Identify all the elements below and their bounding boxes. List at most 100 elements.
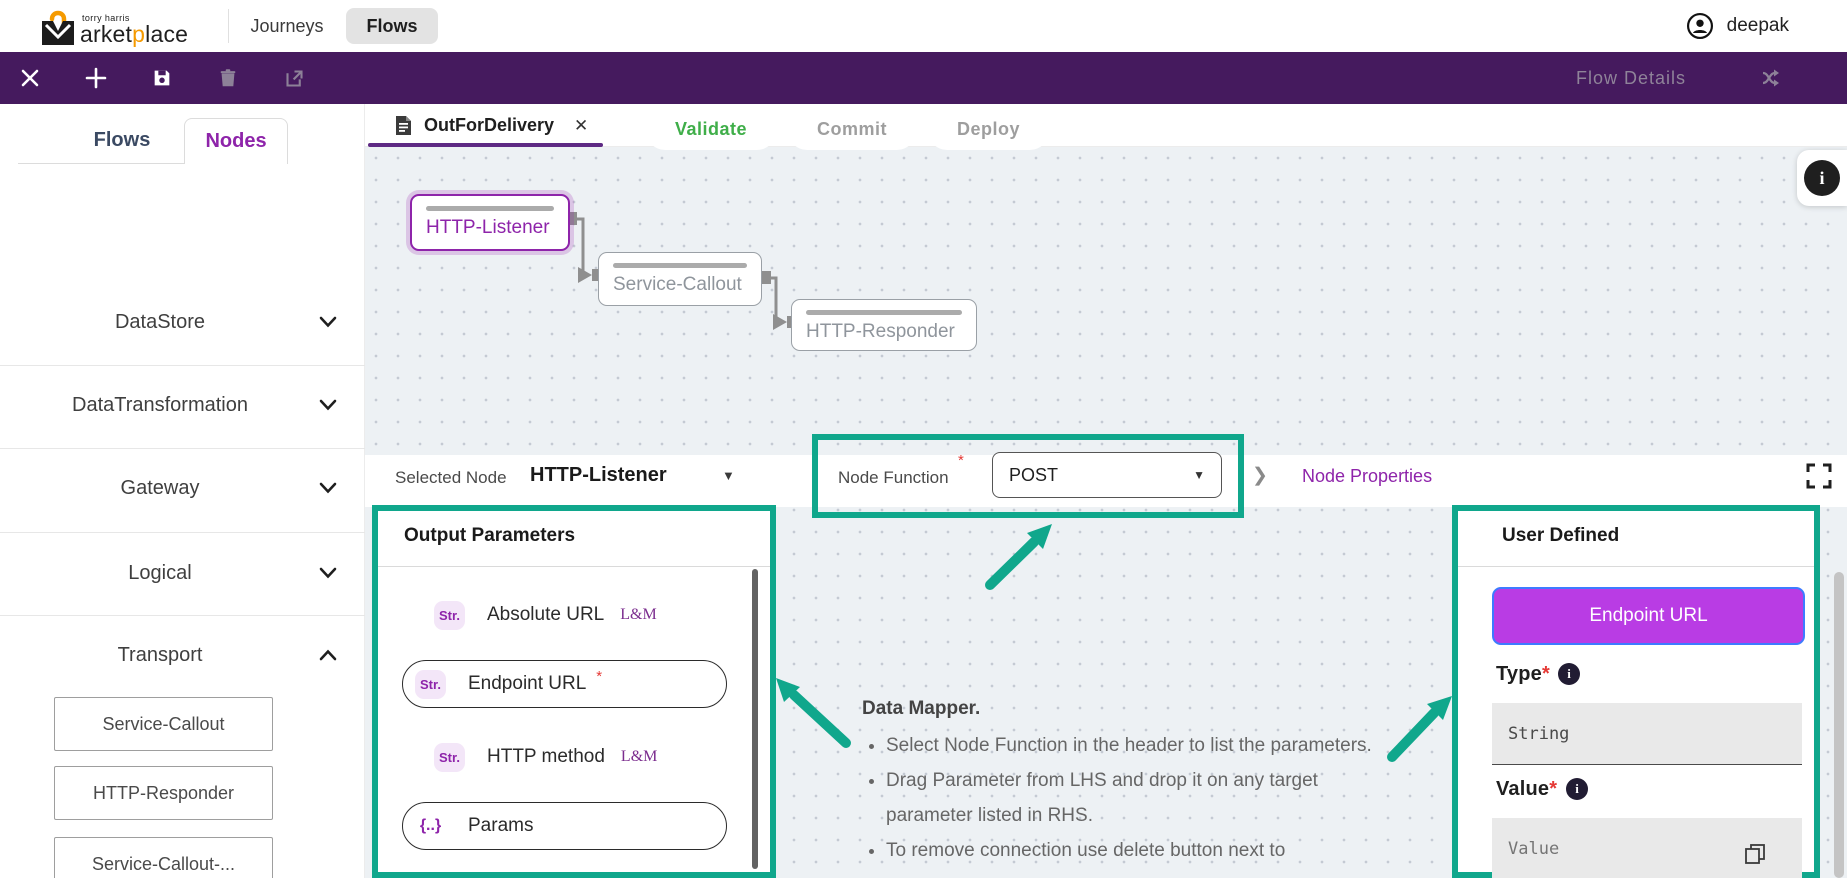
palette-node-http-responder[interactable]: HTTP-Responder: [54, 766, 273, 820]
node-function-select[interactable]: POST ▼: [992, 452, 1222, 498]
logo-big-text: arketplace: [80, 21, 189, 47]
info-icon[interactable]: i: [1804, 160, 1840, 196]
type-badge-object: {..}: [419, 817, 442, 834]
user-menu[interactable]: deepak: [1686, 0, 1789, 52]
param-label: Absolute URL: [487, 604, 605, 625]
open-in-new-button[interactable]: [272, 56, 316, 100]
node-label: Service-Callout: [613, 274, 742, 295]
close-icon: [21, 69, 39, 87]
chevron-down-icon: [319, 567, 337, 579]
output-parameters-title: Output Parameters: [404, 525, 576, 546]
palette-node-service-callout[interactable]: Service-Callout: [54, 697, 273, 751]
chevron-up-icon: [319, 649, 337, 661]
chevron-right-icon[interactable]: ❯: [1252, 465, 1268, 486]
save-button[interactable]: [140, 56, 184, 100]
node-function-required-marker: *: [958, 452, 964, 469]
selected-node-label: Selected Node: [395, 468, 507, 487]
param-row-endpoint-url[interactable]: Str. Endpoint URL *: [402, 660, 727, 708]
canvas-node-service-callout[interactable]: Service-Callout: [598, 252, 762, 306]
param-row-http-method[interactable]: Str. HTTP method L&M: [434, 741, 657, 773]
divider: [1458, 566, 1814, 567]
node-drag-bar[interactable]: [426, 206, 554, 211]
info-icon[interactable]: i: [1566, 778, 1588, 800]
output-panel-scrollbar[interactable]: [752, 569, 758, 869]
node-drag-bar[interactable]: [806, 310, 962, 315]
type-input[interactable]: [1492, 703, 1802, 765]
divider: [378, 566, 770, 567]
deploy-button[interactable]: Deploy: [927, 109, 1051, 150]
required-marker: *: [596, 667, 603, 685]
fullscreen-icon[interactable]: [1806, 463, 1832, 489]
commit-button[interactable]: Commit: [787, 109, 918, 150]
param-row-params[interactable]: {..} Params: [402, 802, 727, 850]
logo-m-icon: [42, 10, 74, 45]
panel-vscrollbar-thumb[interactable]: [1834, 572, 1844, 878]
divider: [0, 532, 365, 533]
caret-down-icon: ▼: [1193, 468, 1205, 482]
tab-flows[interactable]: Flows: [93, 129, 151, 151]
data-mapper-title: Data Mapper.: [862, 698, 981, 719]
delete-button[interactable]: [206, 56, 250, 100]
node-function-label: Node Function: [838, 468, 949, 487]
node-label: HTTP-Listener: [426, 217, 550, 238]
canvas-node-http-responder[interactable]: HTTP-Responder: [791, 299, 977, 351]
value-label: Value*: [1496, 778, 1558, 800]
param-row-absolute-url[interactable]: Str. Absolute URL L&M: [434, 599, 657, 631]
endpoint-url-target-button[interactable]: Endpoint URL: [1492, 587, 1805, 645]
node-properties-link[interactable]: Node Properties: [1302, 466, 1433, 486]
active-tab-underline: [368, 143, 603, 147]
header-divider: [228, 9, 229, 43]
bullet-item: Drag Parameter from LHS and drop it on a…: [886, 763, 1392, 833]
document-icon: [396, 116, 411, 135]
param-label: Params: [468, 815, 534, 836]
divider: [0, 448, 365, 449]
type-label: Type*: [1496, 663, 1550, 685]
validate-button[interactable]: Validate: [645, 109, 778, 150]
nav-flows[interactable]: Flows: [346, 8, 438, 44]
selected-node-value[interactable]: HTTP-Listener: [530, 464, 667, 486]
top-header: torry harris arketplace Journeys Flows d…: [0, 0, 1847, 52]
flow-details-link[interactable]: Flow Details: [1576, 67, 1687, 88]
category-datatransformation[interactable]: DataTransformation: [0, 363, 365, 447]
category-gateway[interactable]: Gateway: [0, 446, 365, 530]
data-mapper-bullets: Select Node Function in the header to li…: [862, 728, 1392, 868]
category-datastore[interactable]: DataStore: [0, 280, 365, 364]
tab-close-icon[interactable]: ✕: [574, 115, 589, 135]
nav-journeys[interactable]: Journeys: [250, 15, 324, 36]
copy-icon[interactable]: [1744, 843, 1766, 865]
data-mapper-instructions: Data Mapper. Select Node Function in the…: [862, 698, 1392, 868]
type-badge-string: Str.: [434, 600, 465, 630]
node-drag-bar[interactable]: [613, 263, 747, 268]
flow-tab-outfordelivery[interactable]: OutForDelivery ✕: [385, 104, 598, 147]
user-defined-title: User Defined: [1502, 525, 1620, 546]
node-function-value: POST: [1009, 464, 1059, 485]
canvas-tabbar: OutForDelivery ✕: [365, 104, 1847, 147]
logo-small-text: torry harris: [82, 13, 130, 23]
trash-icon: [220, 69, 236, 87]
palette-node-service-callout-2[interactable]: Service-Callout-...: [54, 837, 273, 878]
route-share-icon: [1762, 69, 1779, 87]
canvas-info-card: i: [1797, 150, 1847, 206]
chevron-down-icon: [319, 316, 337, 328]
close-flow-button[interactable]: [8, 56, 52, 100]
sidebar-tabs: Flows Nodes: [0, 104, 364, 164]
selected-node-caret-icon[interactable]: ▼: [722, 468, 735, 483]
tab-nodes[interactable]: Nodes: [184, 118, 288, 164]
divider: [0, 615, 365, 616]
flow-share-button[interactable]: [1750, 56, 1794, 100]
marketplace-logo[interactable]: torry harris arketplace: [38, 3, 188, 49]
add-node-button[interactable]: [74, 56, 118, 100]
param-label: Endpoint URL: [468, 673, 587, 694]
category-transport[interactable]: Transport: [0, 613, 365, 697]
bullet-item: To remove connection use delete button n…: [886, 833, 1392, 868]
param-label: HTTP method: [487, 746, 605, 767]
divider: [0, 365, 365, 366]
plus-icon: [85, 67, 107, 89]
category-logical[interactable]: Logical: [0, 531, 365, 615]
type-badge-string: Str.: [434, 742, 465, 772]
node-palette-sidebar: Flows Nodes DataStore DataTransformation…: [0, 104, 365, 878]
info-icon[interactable]: i: [1558, 663, 1580, 685]
open-in-new-icon: [285, 69, 303, 87]
canvas-node-http-listener[interactable]: HTTP-Listener: [410, 194, 570, 251]
tab-underline: [18, 163, 184, 164]
